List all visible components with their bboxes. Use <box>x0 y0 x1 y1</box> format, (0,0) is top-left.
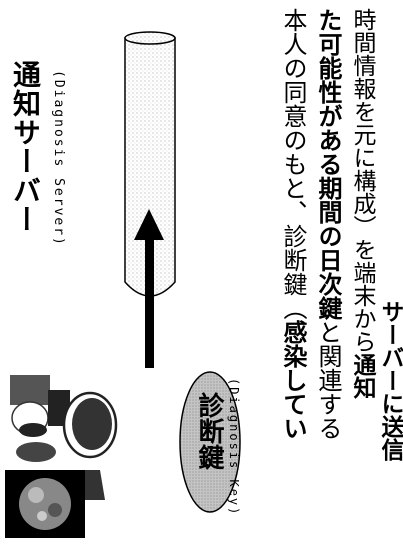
description-emphasis: 通知 <box>349 353 375 399</box>
diagnosis-key-ellipse <box>179 371 241 513</box>
description-text: と関連する <box>314 320 342 440</box>
upload-arrow-icon <box>134 209 164 368</box>
description-line-4: サーバーに送信 <box>377 300 403 461</box>
virus-icon <box>5 470 85 538</box>
description-emphasis: 感染してい <box>279 320 307 440</box>
description-text: 本人の同意のもと、診断鍵（ <box>279 8 307 320</box>
description-text: 時間情報を元に構成）を端末から <box>349 8 375 353</box>
description-line-1: 本人の同意のもと、診断鍵（感染してい <box>279 8 307 440</box>
description-emphasis: サーバーに送信 <box>377 300 403 461</box>
description-line-2: た可能性がある期間の日次鍵と関連する <box>314 8 342 440</box>
description-line-3: 時間情報を元に構成）を端末から通知 <box>349 8 375 399</box>
diagnosis-key-subtitle: (Diagnosis Key) <box>227 378 241 517</box>
server-title: 通知サーバー <box>9 60 42 234</box>
diagnosis-key-title: 診断鍵 <box>194 392 224 470</box>
person-with-phone-icon <box>10 375 118 500</box>
description-emphasis: た可能性がある期間の日次鍵 <box>314 8 342 320</box>
server-subtitle: (Diagnosis Server) <box>51 70 66 247</box>
